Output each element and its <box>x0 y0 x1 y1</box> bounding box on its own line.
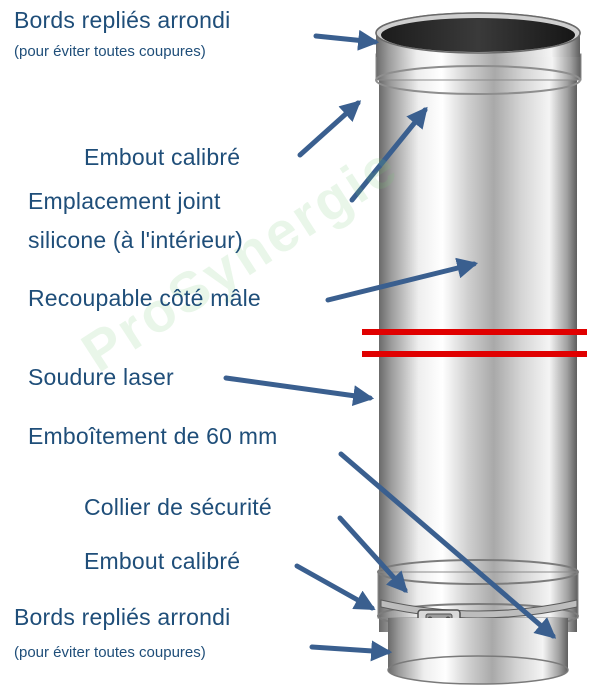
arrow-recoupable <box>325 257 479 303</box>
label-soudure: Soudure laser <box>28 364 174 390</box>
pipe <box>375 12 582 685</box>
arrow-emboitement <box>338 451 557 639</box>
label-joint-line2: silicone (à l'intérieur) <box>28 227 243 253</box>
label-emboitement: Emboîtement de 60 mm <box>28 423 278 449</box>
label-embout-top: Embout calibré <box>84 144 241 170</box>
label-embout-bottom: Embout calibré <box>84 548 241 574</box>
arrow-collier <box>337 515 408 594</box>
arrow-embout-bottom <box>294 563 376 611</box>
arrow-bords-bottom <box>309 640 393 662</box>
label-bords-bottom-sub: (pour éviter toutes coupures) <box>14 644 206 661</box>
top-opening-inner <box>381 18 575 52</box>
label-collier: Collier de sécurité <box>84 494 272 520</box>
label-joint-line1: Emplacement joint <box>28 188 221 214</box>
label-bords-top: Bords repliés arrondi <box>14 7 231 33</box>
arrow-bords-top <box>313 29 380 51</box>
arrow-joint <box>349 106 428 203</box>
label-bords-top-sub: (pour éviter toutes coupures) <box>14 43 206 60</box>
arrow-embout-top <box>297 100 362 158</box>
label-bords-bottom: Bords repliés arrondi <box>14 604 231 630</box>
bottom-end-edge <box>387 655 569 685</box>
label-recoupable: Recoupable côté mâle <box>28 285 261 311</box>
arrow-soudure <box>223 375 375 407</box>
bottom-collar-ring <box>377 559 579 585</box>
top-bead-ring <box>375 65 581 95</box>
